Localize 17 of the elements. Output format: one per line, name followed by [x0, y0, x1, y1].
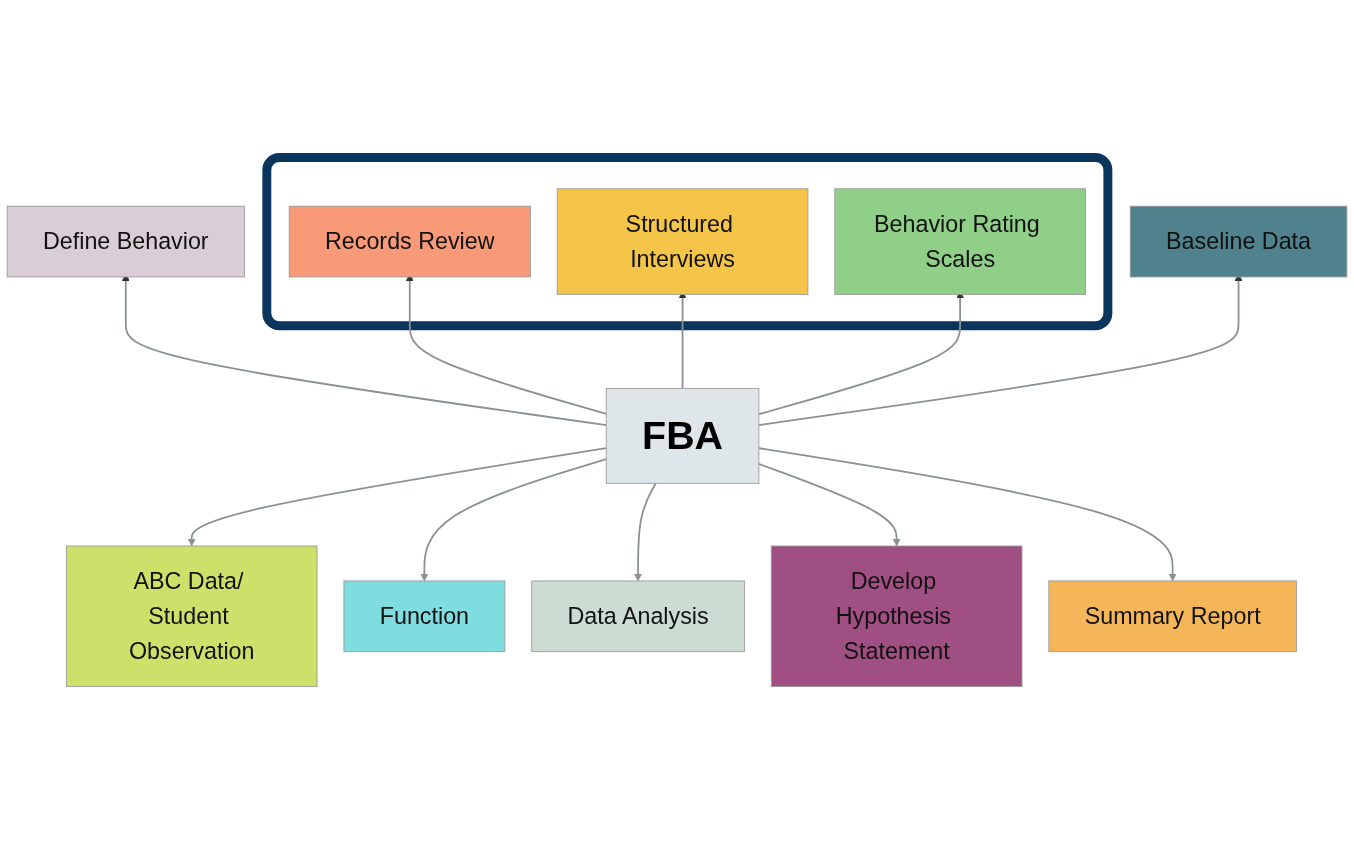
node-box: Records Review	[288, 205, 531, 278]
node-box: Develop Hypothesis Statement	[770, 545, 1023, 688]
node-box: Structured Interviews	[556, 188, 809, 295]
node-box: Data Analysis	[531, 580, 745, 653]
node-box: FBA	[605, 387, 760, 484]
cluster	[262, 152, 1113, 331]
arrow	[634, 482, 657, 582]
node-box: Behavior Rating Scales	[834, 188, 1086, 295]
arrow	[757, 447, 1177, 582]
node-box: Baseline Data	[1129, 205, 1348, 278]
arrow	[757, 463, 901, 547]
arrow	[187, 447, 608, 547]
node-box: Summary Report	[1048, 580, 1297, 653]
arrow	[420, 458, 608, 582]
node-box: Define Behavior	[6, 205, 245, 278]
node-box: ABC Data/ Student Observation	[65, 545, 318, 688]
node-box: Function	[343, 580, 506, 653]
